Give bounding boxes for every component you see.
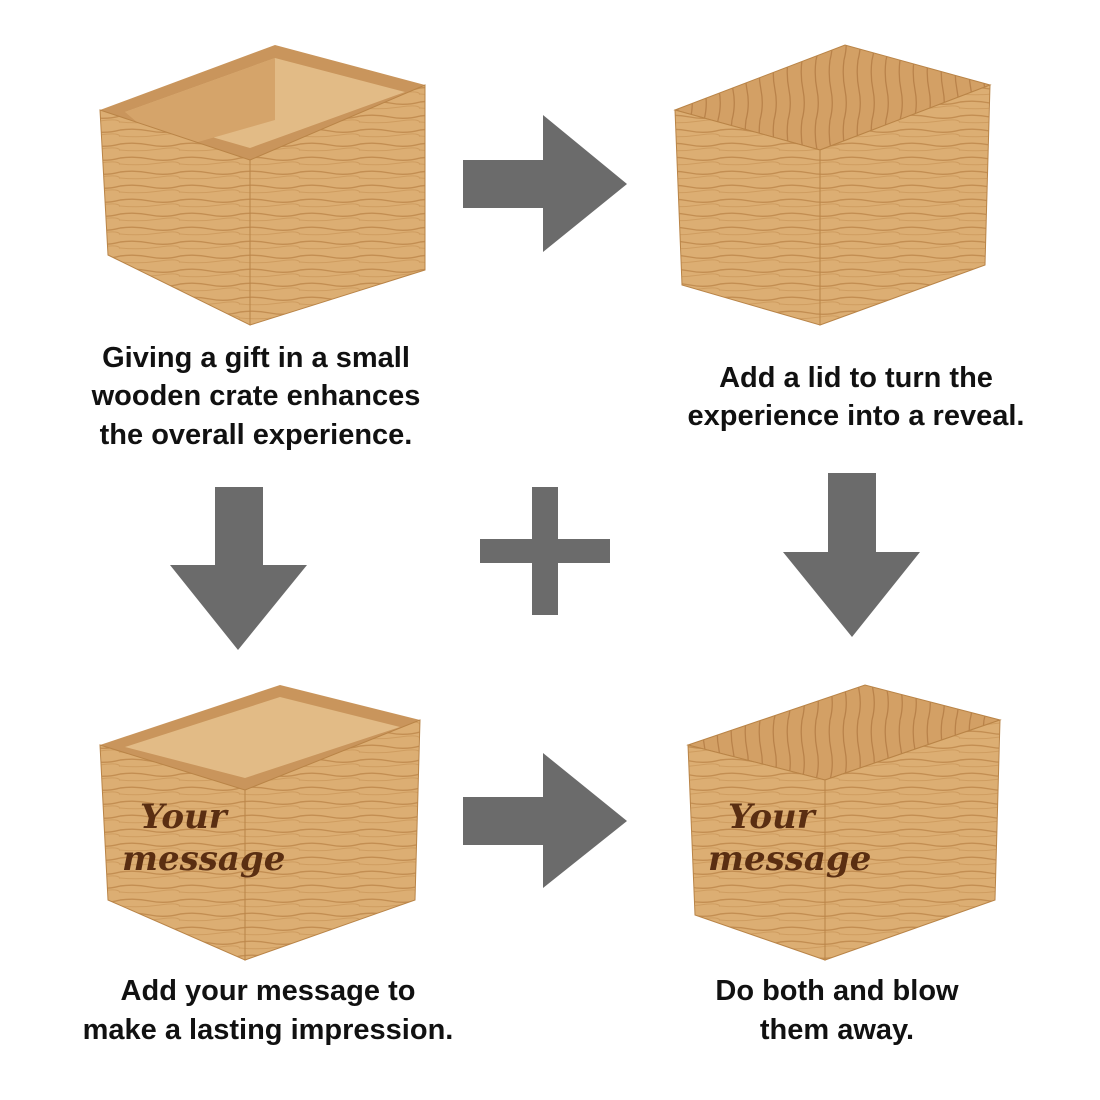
lidded-crate-image	[673, 44, 992, 326]
engraving-line-1: Your	[140, 797, 229, 837]
plus-icon	[480, 487, 610, 615]
arrow-right-icon	[463, 115, 627, 252]
arrow-right-icon	[463, 753, 627, 888]
caption-step-3-line-2: make a lasting impression.	[83, 1014, 454, 1046]
engraved-lidded-crate-image: Your message	[686, 684, 1002, 961]
caption-step-1-line-1: Giving a gift in a small	[102, 342, 410, 374]
caption-step-1-line-2: wooden crate enhances	[91, 380, 421, 412]
caption-step-2-line-2: experience into a reveal.	[688, 400, 1025, 432]
engraved-open-crate-image: Your message	[99, 685, 421, 961]
caption-step-1-line-3: the overall experience.	[100, 419, 413, 451]
arrow-down-icon	[783, 473, 920, 637]
engraving-line-2: message	[708, 839, 871, 879]
engraving-line-2: message	[122, 839, 285, 879]
caption-step-3-line-1: Add your message to	[121, 975, 416, 1007]
caption-step-4-line-1: Do both and blow	[715, 975, 959, 1007]
caption-step-4-line-2: them away.	[760, 1014, 914, 1046]
caption-step-2-line-1: Add a lid to turn the	[719, 362, 993, 394]
arrow-down-icon	[170, 487, 307, 650]
open-crate-image	[99, 45, 426, 326]
engraving-line-1: Your	[728, 797, 817, 837]
